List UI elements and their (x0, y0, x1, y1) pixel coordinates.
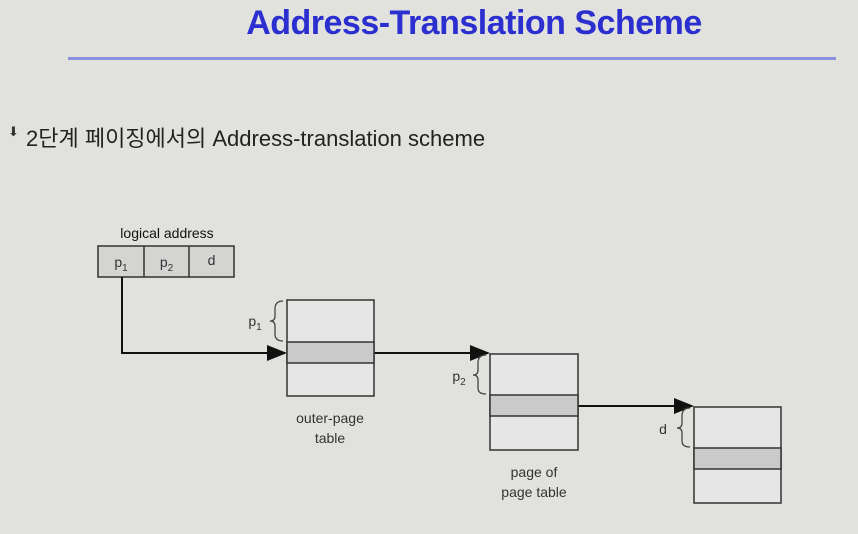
logical-address-box (97, 245, 235, 278)
p2-offset-label: p2 (452, 368, 466, 388)
arrow-down-bullet-icon: ⬇ (8, 124, 19, 139)
memory-page (693, 406, 782, 504)
slide-subtitle: 2단계 페이징에서의 Address-translation scheme (26, 126, 486, 151)
field-p1: p1 (114, 254, 128, 274)
d-offset-label: d (659, 421, 667, 437)
field-p2: p2 (159, 254, 174, 274)
outer-table-label-line2: table (314, 430, 346, 446)
page-of-page-table (489, 353, 579, 451)
field-d: d (207, 252, 216, 268)
brace-d-icon (676, 407, 691, 448)
title-divider (68, 57, 836, 60)
arrow-p1 (121, 277, 287, 361)
page-table-label-line1: page of (510, 464, 558, 480)
brace-p2-icon (472, 354, 487, 395)
brace-p1-icon (269, 300, 284, 342)
outer-page-table (286, 299, 375, 397)
outer-table-label-line1: outer-page (296, 410, 364, 426)
page-table-label-line2: page table (501, 484, 567, 500)
logical-address-label: logical address (120, 225, 214, 241)
p1-offset-label: p1 (248, 313, 262, 333)
slide-title: Address-Translation Scheme (246, 4, 702, 42)
